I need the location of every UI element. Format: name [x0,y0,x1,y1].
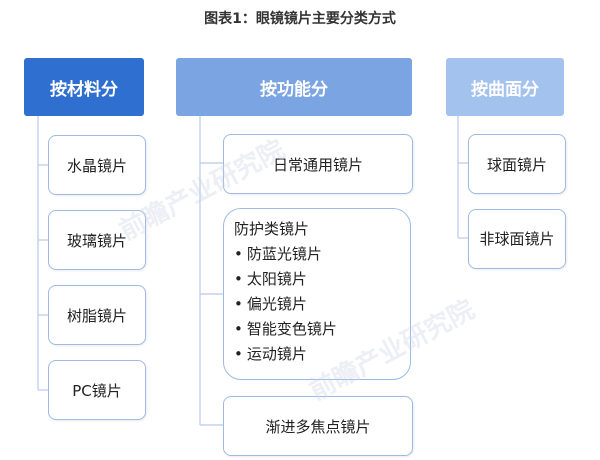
list-item: 偏光镜片 [234,292,400,317]
list-item: 运动镜片 [234,342,400,367]
box-glass-lens: 玻璃镜片 [48,210,146,270]
header-by-surface: 按曲面分 [446,58,564,116]
box-progressive-lens: 渐进多焦点镜片 [223,396,413,456]
box-crystal-lens: 水晶镜片 [48,135,146,195]
box-pc-lens: PC镜片 [48,360,146,420]
header-by-material: 按材料分 [24,58,144,116]
list-item: 防蓝光镜片 [234,242,400,267]
box-aspherical-lens: 非球面镜片 [468,209,566,269]
chart-title: 图表1：眼镜镜片主要分类方式 [204,11,396,27]
list-item: 太阳镜片 [234,267,400,292]
list-item: 智能变色镜片 [234,317,400,342]
header-by-function: 按功能分 [176,58,412,116]
box-daily-lens: 日常通用镜片 [223,134,413,194]
protective-group-title: 防护类镜片 [234,220,310,238]
box-resin-lens: 树脂镜片 [48,285,146,345]
protective-bullet-list: 防蓝光镜片 太阳镜片 偏光镜片 智能变色镜片 运动镜片 [234,242,400,367]
box-protective-lens-group: 防护类镜片 防蓝光镜片 太阳镜片 偏光镜片 智能变色镜片 运动镜片 [223,208,411,380]
box-spherical-lens: 球面镜片 [468,134,566,194]
